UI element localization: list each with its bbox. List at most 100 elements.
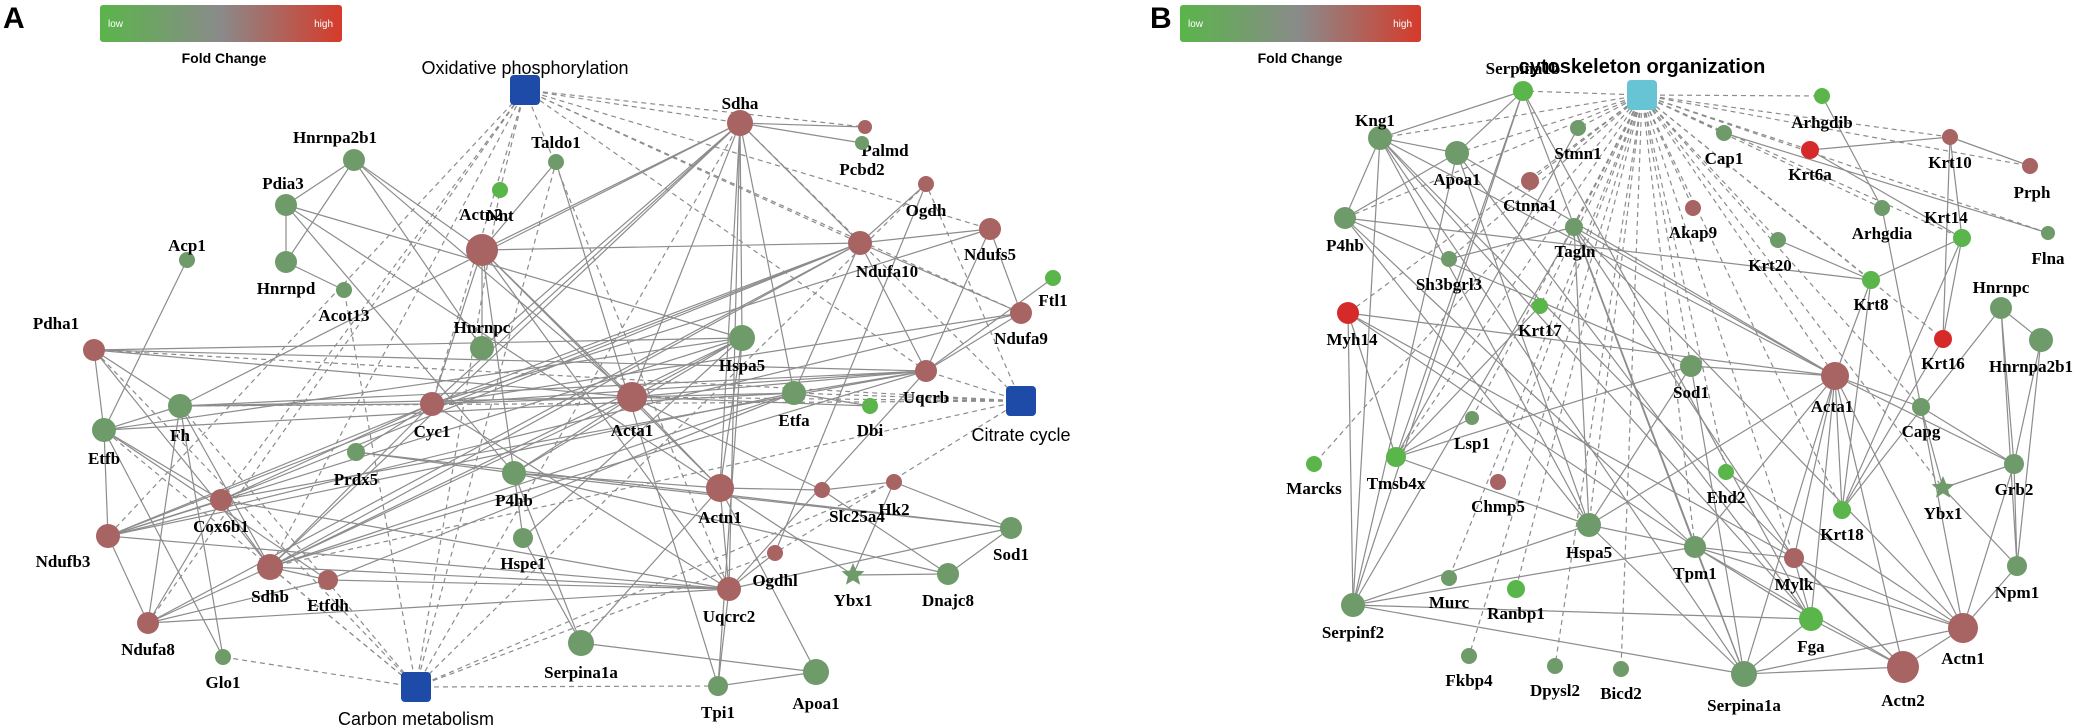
gene-node[interactable]: Capg	[1902, 398, 1941, 441]
gene-node[interactable]: Serpinf2	[1322, 593, 1384, 642]
gene-node[interactable]: Apoa1	[792, 659, 840, 713]
pathway-edge	[793, 392, 1022, 402]
gene-node[interactable]: Taldo1	[531, 133, 581, 170]
gene-node[interactable]: Ogdhl	[752, 545, 798, 590]
gene-node-star[interactable]: Ybx1	[1924, 476, 1963, 523]
gene-node[interactable]: Hnrnpc	[454, 318, 511, 360]
gene-node[interactable]: Etfb	[88, 418, 120, 468]
gene-node[interactable]: Krt17	[1518, 298, 1562, 340]
gene-node[interactable]: Fkbp4	[1445, 648, 1493, 690]
gene-node[interactable]: Chmp5	[1471, 474, 1525, 516]
gene-node[interactable]: Acta1	[611, 382, 653, 440]
gene-node[interactable]: Slc25a4	[814, 482, 885, 526]
gene-node[interactable]: Sod1	[993, 517, 1029, 564]
gene-node[interactable]: Ogdh	[906, 176, 947, 220]
gene-node[interactable]: Hnrnpd	[257, 251, 316, 298]
gene-node[interactable]: Ftl1	[1038, 270, 1068, 310]
gene-node[interactable]: Sdhb	[251, 554, 289, 606]
gene-node[interactable]: Ndufa9	[994, 302, 1048, 348]
gene-node[interactable]: Arhgdia	[1852, 200, 1913, 243]
gene-node[interactable]: Uqcrb	[903, 360, 949, 407]
gene-node[interactable]: Krt20	[1748, 232, 1792, 275]
gene-node[interactable]: Sod1	[1673, 355, 1709, 402]
pathway-node[interactable]: Citrate cycle	[971, 386, 1071, 445]
gene-node[interactable]: Krt14	[1924, 208, 1971, 247]
gene-node[interactable]: Ndufs5	[964, 218, 1016, 264]
gene-node[interactable]: Hnrnpc	[1973, 278, 2030, 319]
gene-node[interactable]: Tagln	[1555, 218, 1597, 261]
gene-node[interactable]: Ndufa8	[121, 612, 175, 659]
gene-node[interactable]: Tpm1	[1673, 536, 1717, 583]
gene-node[interactable]: Acta1	[1811, 362, 1853, 416]
gene-node[interactable]: Krt6a	[1788, 141, 1832, 184]
gene-node[interactable]: Akap9	[1669, 200, 1717, 242]
gene-node[interactable]: Etfdh	[307, 570, 349, 615]
gene-node[interactable]: Sdha	[722, 94, 759, 136]
gene-node[interactable]: Krt10	[1928, 129, 1972, 172]
gene-node[interactable]: Fga	[1797, 607, 1825, 656]
gene-node[interactable]: Pcbd2	[839, 136, 885, 179]
gene-node[interactable]: Actn2	[1881, 651, 1925, 710]
gene-node[interactable]: Arhgdib	[1791, 88, 1853, 132]
gene-node[interactable]: P4hb	[1326, 207, 1364, 255]
gene-node[interactable]: Krt18	[1820, 501, 1864, 544]
gene-node[interactable]: Hspa5	[719, 325, 765, 375]
gene-node[interactable]: Hk2	[878, 474, 910, 519]
gene-node[interactable]: Acp1	[168, 236, 206, 268]
pathway-node[interactable]: Carbon metabolism	[338, 672, 494, 728]
gene-node[interactable]: Stmn1	[1554, 120, 1602, 163]
gene-node-star[interactable]: Ybx1	[834, 563, 873, 610]
gene-node[interactable]: Serpina1a	[544, 630, 618, 682]
gene-node[interactable]: Flna	[2031, 226, 2065, 268]
gene-node[interactable]: Hnrnpa2b1	[293, 128, 377, 171]
gene-node[interactable]: Npm1	[1995, 556, 2039, 602]
gene-node[interactable]: Apoa1	[1433, 141, 1481, 189]
gene-node[interactable]: Hspa5	[1566, 513, 1612, 562]
gene-node[interactable]: Dpysl2	[1530, 658, 1580, 700]
gene-node[interactable]: Cyc1	[414, 392, 451, 441]
gene-node[interactable]: Ehd2	[1707, 464, 1746, 507]
gene-node[interactable]: Actn2	[459, 205, 503, 266]
gene-node[interactable]: Kng1	[1355, 111, 1395, 150]
gene-node[interactable]: Serpina1a	[1707, 661, 1781, 715]
gene-node[interactable]: Murc	[1429, 570, 1470, 612]
pathway-node[interactable]: Oxidative phosphorylation	[421, 58, 629, 105]
gene-node[interactable]: Serpina1b	[1486, 59, 1561, 101]
gene-node[interactable]: Tmsb4x	[1367, 447, 1426, 493]
gene-node[interactable]: Krt8	[1854, 271, 1889, 314]
gene-node[interactable]: Prph	[2014, 158, 2051, 202]
gene-node[interactable]: Grb2	[1995, 454, 2034, 499]
gene-node[interactable]: Dnajc8	[922, 563, 974, 610]
gene-node[interactable]: Marcks	[1286, 456, 1342, 498]
gene-node[interactable]: Actn1	[698, 474, 742, 527]
gene-node[interactable]: Ctnna1	[1503, 172, 1557, 215]
pathway-node[interactable]: cytoskeleton organization	[1519, 56, 1766, 110]
gene-node[interactable]: Ranbp1	[1487, 580, 1545, 623]
gene-node[interactable]: Myh14	[1327, 302, 1379, 349]
gene-node[interactable]: Hspe1	[500, 528, 546, 573]
gene-node[interactable]: Cap1	[1705, 125, 1744, 168]
gene-node[interactable]: Pdha1	[33, 314, 105, 361]
gene-node[interactable]: Etfa	[778, 381, 810, 430]
gene-node[interactable]: Krt16	[1921, 330, 1965, 373]
gene-node[interactable]: Tpi1	[701, 676, 735, 722]
gene-node[interactable]: Mylk	[1775, 548, 1814, 594]
gene-node[interactable]: Hnrnpa2b1	[1989, 328, 2073, 376]
gene-node[interactable]: Ndufa10	[848, 231, 918, 281]
gene-node[interactable]: Prdx5	[334, 443, 378, 489]
gene-node[interactable]: Nnt	[486, 182, 514, 225]
gene-node[interactable]: Fh	[168, 394, 192, 445]
gene-node[interactable]: Dbi	[857, 398, 884, 440]
gene-node[interactable]: Ndufb3	[36, 524, 120, 571]
gene-node[interactable]: Uqcrc2	[703, 577, 756, 626]
gene-node[interactable]: Pdia3	[262, 174, 304, 216]
gene-node[interactable]: Palmd	[858, 120, 909, 160]
gene-node[interactable]: P4hb	[495, 461, 533, 510]
gene-node[interactable]: Bicd2	[1600, 661, 1642, 703]
gene-node[interactable]: Lsp1	[1454, 411, 1490, 453]
gene-node[interactable]: Actn1	[1941, 613, 1985, 668]
gene-node[interactable]: Acot13	[319, 282, 370, 325]
gene-node[interactable]: Glo1	[206, 649, 241, 692]
gene-node[interactable]: Sh3bgrl3	[1416, 251, 1482, 294]
gene-node[interactable]: Cox6b1	[193, 489, 249, 536]
